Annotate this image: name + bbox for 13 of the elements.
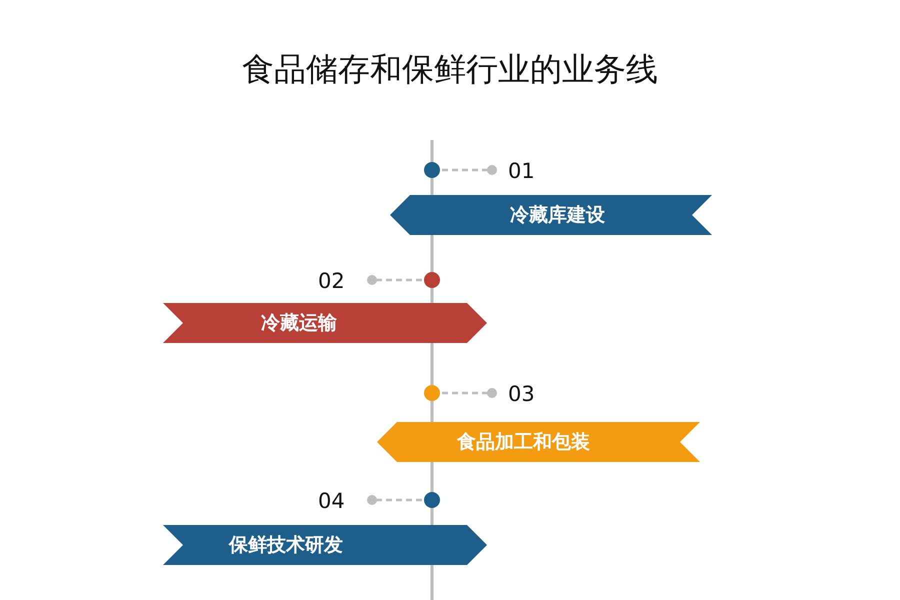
step-number: 02 [318, 269, 345, 293]
banner [377, 422, 700, 462]
banner [390, 195, 712, 235]
step-number: 01 [508, 159, 535, 183]
step-number: 03 [508, 382, 535, 406]
banner-text: 冷藏运输 [261, 311, 337, 336]
banner-text: 冷藏库建设 [510, 203, 605, 228]
title: 食品储存和保鲜行业的业务线 [241, 49, 659, 90]
banner [163, 525, 487, 565]
banner-text: 保鲜技术研发 [229, 533, 343, 558]
banner [163, 303, 487, 343]
banner-text: 食品加工和包装 [457, 430, 590, 455]
step-number: 04 [318, 489, 345, 513]
